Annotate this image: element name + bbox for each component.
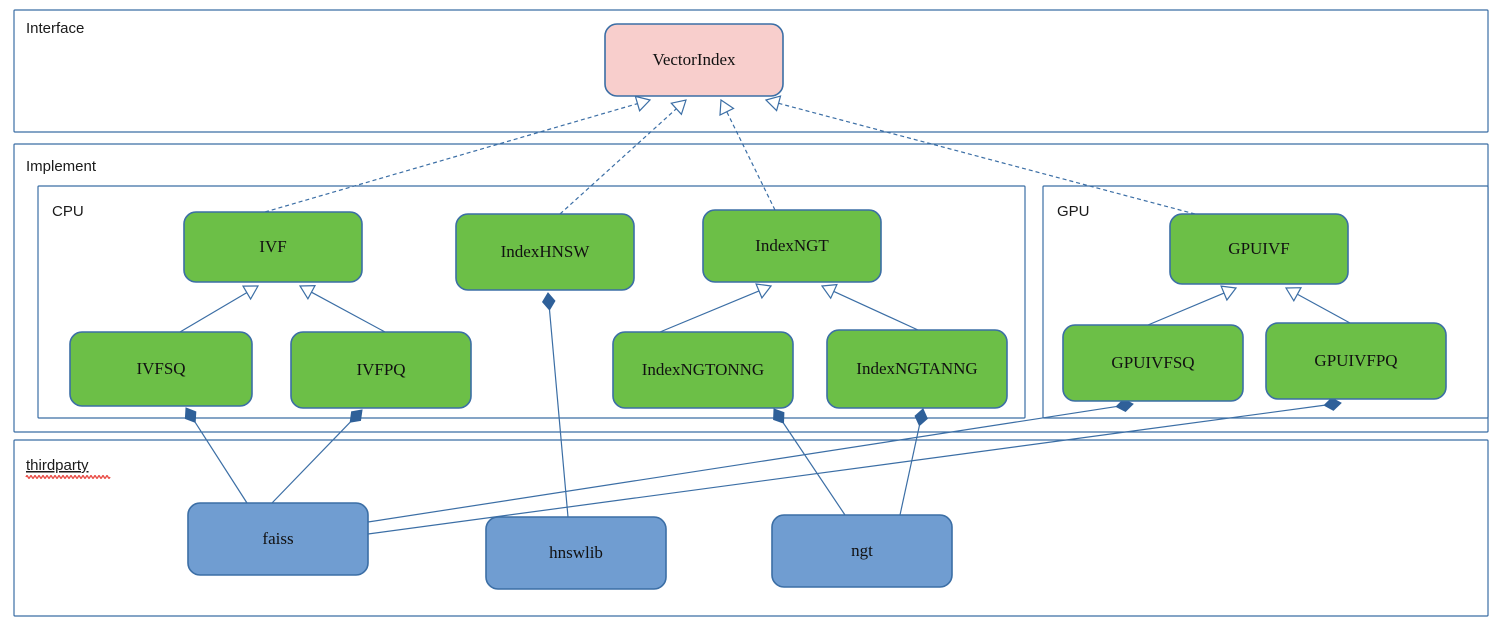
container-thirdparty: thirdparty <box>13 439 1489 617</box>
node-rect-hnswlib[interactable] <box>485 516 667 590</box>
spellcheck-underline-thirdparty <box>25 475 111 479</box>
node-gpuivfpq[interactable]: GPUIVFPQ <box>1265 322 1447 400</box>
inheritance-arrow-e-onng-ngt <box>755 283 773 300</box>
node-label-gpuivfpq: GPUIVFPQ <box>1314 351 1397 370</box>
composition-diamond-e-ngt-indexngtanng <box>914 408 928 427</box>
node-label-gpuivfsq: GPUIVFSQ <box>1111 353 1194 372</box>
edge-line-e-gpuivf-vectorindex <box>778 102 1196 215</box>
node-rect-vectorindex[interactable] <box>604 23 784 97</box>
node-rect-ivfsq[interactable] <box>69 331 253 407</box>
node-ivfsq[interactable]: IVFSQ <box>69 331 253 407</box>
edge-line-e-anng-ngt <box>833 290 919 331</box>
edge-line-e-ngt-vectorindex <box>726 111 776 211</box>
edge-line-e-gpuivfsq-gpuivf <box>1147 292 1225 326</box>
edge-e-faiss-ivfpq <box>271 409 363 504</box>
node-rect-gpuivfsq[interactable] <box>1062 324 1244 402</box>
node-label-faiss: faiss <box>262 529 293 548</box>
node-rect-indexngtonng[interactable] <box>612 331 794 409</box>
node-ivf[interactable]: IVF <box>183 211 363 283</box>
edge-e-ivfpq-ivf <box>298 284 386 333</box>
node-hnswlib[interactable]: hnswlib <box>485 516 667 590</box>
node-rect-indexhnsw[interactable] <box>455 213 635 291</box>
edge-line-e-hnsw-vectorindex <box>559 108 677 215</box>
node-label-ivfsq: IVFSQ <box>136 359 185 378</box>
edge-e-ngt-vectorindex <box>719 98 776 211</box>
node-vectorindex[interactable]: VectorIndex <box>604 23 784 97</box>
container-label-thirdparty: thirdparty <box>26 457 89 474</box>
edge-line-e-ivfsq-ivf <box>179 292 248 333</box>
node-rect-ivfpq[interactable] <box>290 331 472 409</box>
node-rect-ivf[interactable] <box>183 211 363 283</box>
container-label-gpu: GPU <box>1057 203 1090 220</box>
composition-diamond-e-faiss-ivfpq <box>349 409 363 423</box>
node-indexngt[interactable]: IndexNGT <box>702 209 882 283</box>
node-rect-indexngtanng[interactable] <box>826 329 1008 409</box>
edge-line-e-ivfpq-ivf <box>311 291 386 333</box>
node-rect-indexngt[interactable] <box>702 209 882 283</box>
node-label-vectorindex: VectorIndex <box>652 50 736 69</box>
node-label-ngt: ngt <box>851 541 873 560</box>
node-indexhnsw[interactable]: IndexHNSW <box>455 213 635 291</box>
edge-line-e-faiss-ivfsq <box>194 421 248 504</box>
node-indexngtonng[interactable]: IndexNGTONNG <box>612 331 794 409</box>
node-faiss[interactable]: faiss <box>187 502 369 576</box>
inheritance-arrow-e-anng-ngt <box>820 283 838 300</box>
edge-line-e-hnswlib-indexhnsw <box>548 309 569 518</box>
edge-line-e-onng-ngt <box>659 290 760 333</box>
inheritance-arrow-e-ngt-vectorindex <box>719 98 735 116</box>
container-label-interface: Interface <box>26 20 84 37</box>
node-label-hnswlib: hnswlib <box>549 543 603 562</box>
edge-e-ivfsq-ivf <box>179 285 260 333</box>
node-label-ivfpq: IVFPQ <box>356 360 405 379</box>
node-label-indexngtanng: IndexNGTANNG <box>856 359 977 378</box>
edge-e-anng-ngt <box>820 283 919 331</box>
node-label-indexhnsw: IndexHNSW <box>501 242 591 261</box>
edge-e-hnswlib-indexhnsw <box>541 292 569 518</box>
node-label-gpuivf: GPUIVF <box>1228 239 1289 258</box>
edge-line-e-ngt-indexngtonng <box>782 422 846 516</box>
edge-e-gpuivf-vectorindex <box>764 95 1196 215</box>
edge-e-onng-ngt <box>659 283 773 333</box>
node-label-indexngt: IndexNGT <box>755 236 829 255</box>
node-label-ivf: IVF <box>259 237 286 256</box>
node-label-indexngtonng: IndexNGTONNG <box>642 360 764 379</box>
edge-line-e-faiss-gpuivfpq <box>367 404 1325 535</box>
edge-e-gpuivfpq-gpuivf <box>1284 287 1351 324</box>
container-label-implement: Implement <box>26 158 97 175</box>
inheritance-arrow-e-gpuivf-vectorindex <box>764 95 782 112</box>
node-indexngtanng[interactable]: IndexNGTANNG <box>826 329 1008 409</box>
edge-line-e-faiss-ivfpq <box>271 421 351 504</box>
edge-line-e-ivf-vectorindex <box>264 103 638 213</box>
edge-line-e-faiss-gpuivfsq <box>367 405 1117 523</box>
edge-e-faiss-ivfsq <box>184 407 248 504</box>
edge-e-ngt-indexngtonng <box>773 408 846 516</box>
container-rect-thirdparty <box>13 439 1489 617</box>
edge-line-e-gpuivfpq-gpuivf <box>1297 293 1351 324</box>
node-rect-gpuivfpq[interactable] <box>1265 322 1447 400</box>
node-rect-faiss[interactable] <box>187 502 369 576</box>
node-rect-ngt[interactable] <box>771 514 953 588</box>
edge-line-e-ngt-indexngtanng <box>899 425 920 516</box>
edge-e-hnsw-vectorindex <box>559 99 687 215</box>
node-ngt[interactable]: ngt <box>771 514 953 588</box>
node-rect-gpuivf[interactable] <box>1169 213 1349 285</box>
composition-diamond-e-hnswlib-indexhnsw <box>541 292 556 311</box>
container-label-cpu: CPU <box>52 203 84 220</box>
edge-e-ngt-indexngtanng <box>899 408 928 516</box>
edge-e-ivf-vectorindex <box>264 95 652 213</box>
node-gpuivfsq[interactable]: GPUIVFSQ <box>1062 324 1244 402</box>
node-gpuivf[interactable]: GPUIVF <box>1169 213 1349 285</box>
edge-e-gpuivfsq-gpuivf <box>1147 285 1238 326</box>
node-ivfpq[interactable]: IVFPQ <box>290 331 472 409</box>
